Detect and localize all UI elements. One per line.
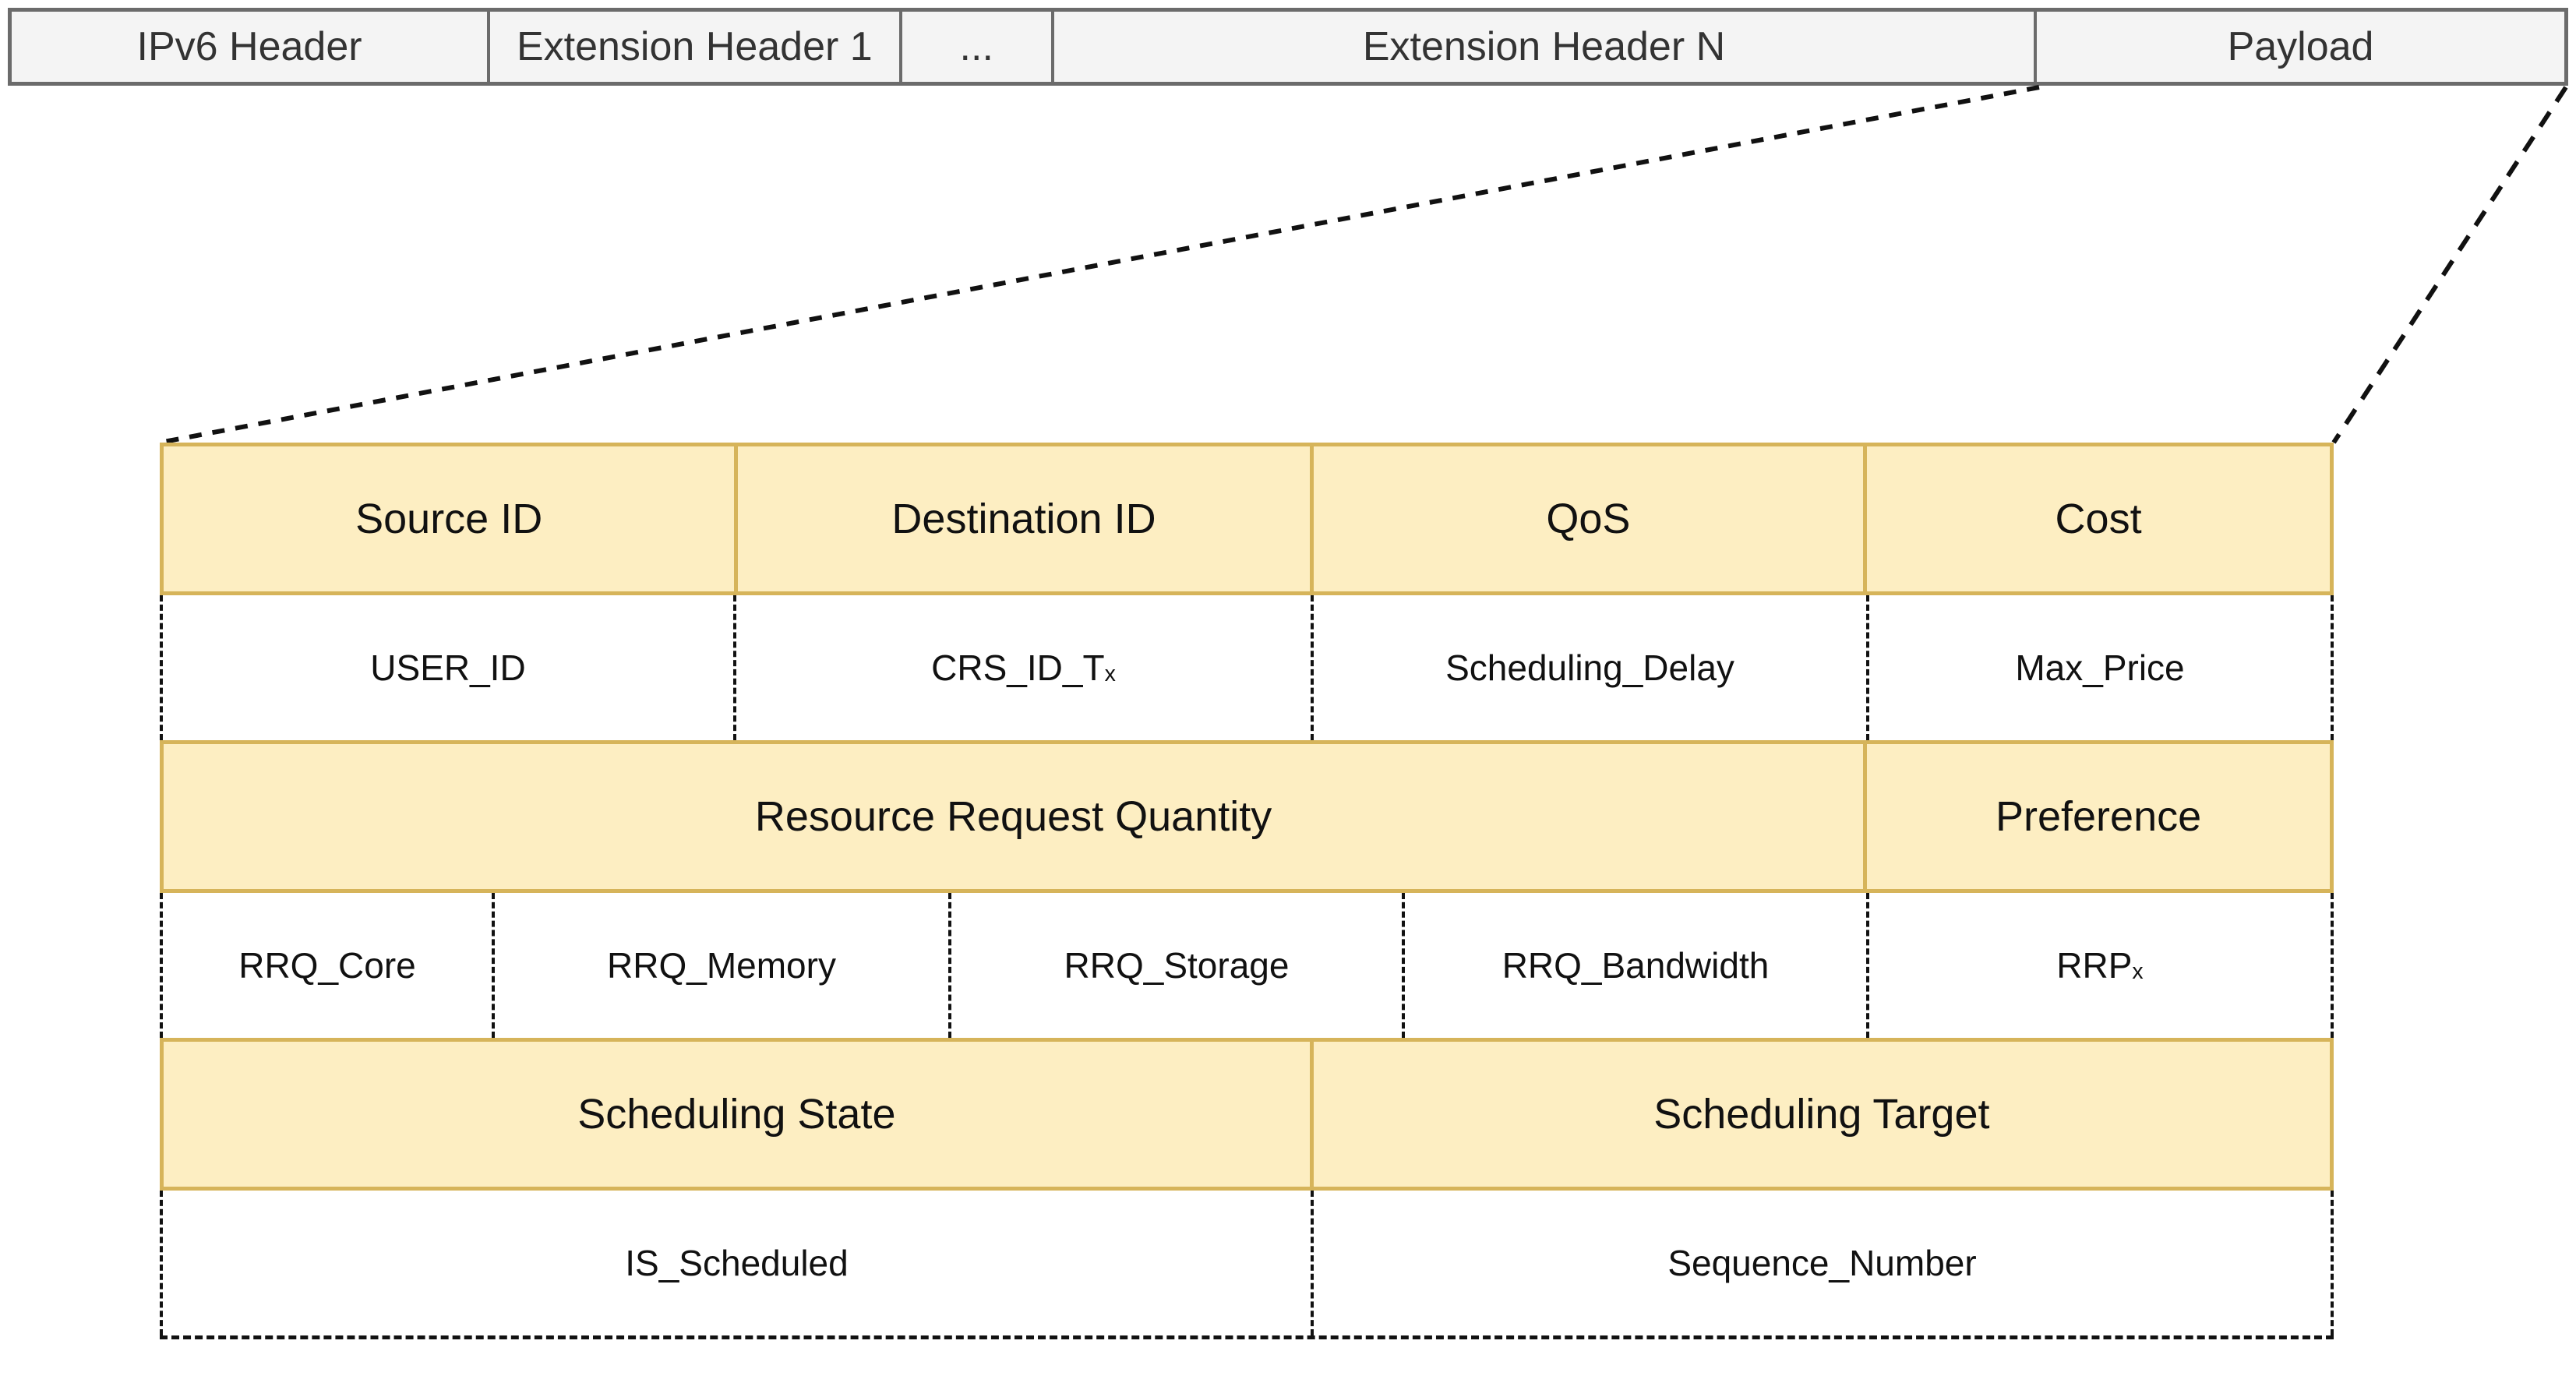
connector-left-line [159,85,2040,445]
field-cell-resource-request-quantity: Resource Request Quantity [164,744,1868,889]
field-label-subscript: x [2132,959,2144,985]
packet-cell-payload: Payload [2227,24,2374,69]
table-row-header-2: Resource Request Quantity Preference [160,740,2334,893]
packet-cell-extension-header-n: Extension Header N [1054,12,2038,82]
field-cell-max-price: Max_Price [1869,595,2334,740]
table-bottom-border [160,1335,2334,1339]
field-cell-rrq-memory: RRQ_Memory [495,893,951,1038]
field-cell-scheduling-delay: Scheduling_Delay [1314,595,1869,740]
field-cell-cost: Cost [2055,496,2142,542]
packet-cell-extension-header-1: Extension Header 1 [490,12,902,82]
field-cell-preference: Preference [1995,793,2202,840]
field-cell-rrq-bandwidth: RRQ_Bandwidth [1405,893,1869,1038]
field-cell-is-scheduled: IS_Scheduled [160,1191,1314,1335]
field-cell-sequence-number: Sequence_Number [1314,1191,2334,1335]
field-cell-user-id: USER_ID [160,595,736,740]
field-cell-rrq-core: RRQ_Core [160,893,495,1038]
field-cell-qos: QoS [1314,446,1868,591]
field-cell-scheduling-target: Scheduling Target [1653,1091,1990,1138]
packet-cell-: ... [902,12,1054,82]
field-cell-destination-id: Destination ID [738,446,1314,591]
connector-right-line [2331,86,2568,444]
table-row-header-3: Scheduling State Scheduling Target [160,1038,2334,1191]
field-label: RRP [2056,945,2133,986]
packet-cell-ipv6-header: IPv6 Header [12,12,491,82]
field-label: CRS_ID_T [931,647,1105,688]
field-cell-rrq-storage: RRQ_Storage [951,893,1405,1038]
field-label-subscript: x [1104,662,1116,687]
field-cell-scheduling-state: Scheduling State [164,1042,1314,1187]
field-cell-source-id: Source ID [164,446,739,591]
